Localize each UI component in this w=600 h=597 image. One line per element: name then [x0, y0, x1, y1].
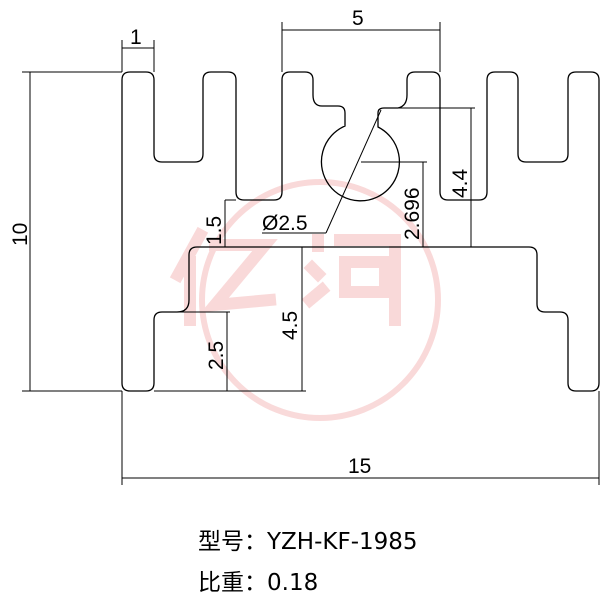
dim-slot-depth: 4.4	[449, 168, 472, 198]
dimension-lines	[22, 22, 600, 485]
dim-fin-width: 1	[130, 26, 142, 49]
dim-hole-diameter: Ø2.5	[262, 212, 308, 235]
dim-base-height: 4.5	[279, 311, 302, 340]
model-value: YZH-KF-1985	[267, 529, 418, 555]
model-row: 型号：YZH-KF-1985	[198, 522, 418, 556]
weight-value: 0.18	[267, 570, 319, 596]
dim-base-step: 1.5	[203, 216, 226, 245]
dim-foot-height: 2.5	[205, 341, 228, 370]
dim-total-height: 10	[9, 223, 32, 246]
dim-hole-offset: 2.696	[401, 187, 424, 240]
weight-row: 比重：0.18	[198, 563, 318, 597]
model-label: 型号：	[198, 529, 267, 555]
dim-fin-spacing: 5	[352, 7, 364, 30]
weight-label: 比重：	[198, 570, 267, 596]
dim-total-width: 15	[348, 455, 371, 478]
watermark-logo	[169, 179, 441, 421]
heatsink-profile-outline	[121, 71, 600, 392]
